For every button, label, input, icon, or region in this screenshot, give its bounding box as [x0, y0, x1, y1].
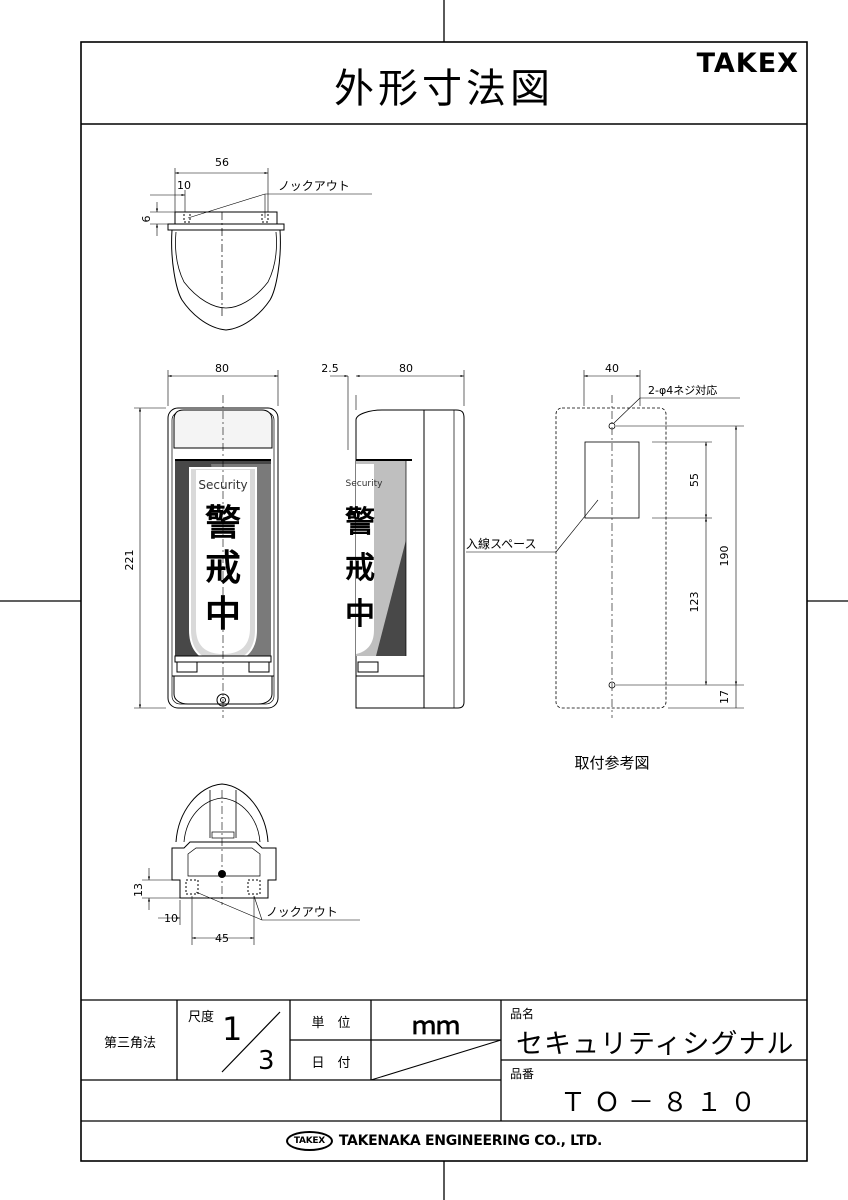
- bottom-dim-knockout-depth: 13: [132, 883, 145, 897]
- top-view: [150, 168, 372, 331]
- mount-screw-label: 2-φ4ネジ対応: [648, 383, 717, 397]
- front-view: [134, 370, 279, 718]
- scale-denominator: 3: [258, 1046, 275, 1076]
- mount-dim-space: 55: [688, 473, 701, 487]
- side-panel-char-3: 中: [345, 597, 375, 632]
- page-title: 外形寸法図: [334, 66, 554, 112]
- side-panel-char-2: 戒: [345, 551, 375, 586]
- product-code-label: 品番: [510, 1067, 535, 1081]
- mount-dim-width: 40: [605, 362, 619, 375]
- front-panel-char-1: 警: [205, 503, 241, 544]
- mount-caption: 取付参考図: [574, 754, 649, 772]
- bottom-dim-knockout-offset: 10: [164, 912, 178, 925]
- top-dim-knockout-offset: 10: [177, 179, 191, 192]
- company-name: TAKENAKA ENGINEERING CO., LTD.: [338, 1133, 603, 1149]
- mount-wiring-label: 入線スペース: [466, 536, 537, 551]
- bottom-knockout-label: ノックアウト: [266, 905, 338, 919]
- brand-logo: TAKEX: [696, 48, 799, 79]
- unit-label: 単 位: [311, 1016, 351, 1031]
- top-dim-knockout-depth: 6: [140, 216, 153, 223]
- bottom-dim-pitch: 45: [215, 932, 229, 945]
- company-logo: TAKEX: [285, 1131, 333, 1151]
- front-panel-brand: Security: [198, 478, 247, 492]
- company-footer: TAKEX TAKENAKA ENGINEERING CO., LTD.: [81, 1122, 807, 1160]
- mount-dim-pitch: 190: [718, 546, 731, 567]
- scale-numerator: 1: [222, 1010, 243, 1048]
- date-label: 日 付: [311, 1056, 351, 1071]
- front-dim-width: 80: [215, 362, 229, 375]
- title-cell: 外形寸法図 TAKEX: [81, 42, 807, 124]
- product-name-label: 品名: [510, 1007, 535, 1021]
- mounting-view: [466, 370, 744, 718]
- side-dim-offset: 2.5: [321, 362, 339, 375]
- front-panel-char-2: 戒: [205, 548, 241, 589]
- product-code: ＴＯ－８１０: [560, 1088, 765, 1118]
- product-name: セキュリティシグナル: [516, 1029, 795, 1060]
- front-dim-height: 221: [123, 550, 136, 571]
- side-view: [330, 370, 465, 709]
- front-panel-char-3: 中: [205, 594, 241, 635]
- unit-value: ｍｍ: [412, 1012, 460, 1040]
- top-knockout-label: ノックアウト: [278, 179, 350, 193]
- projection-method: 第三角法: [103, 1036, 156, 1051]
- side-dim-depth: 80: [399, 362, 413, 375]
- mount-dim-pitch-lower: 123: [688, 592, 701, 613]
- scale-label: 尺度: [188, 1010, 215, 1025]
- mount-dim-bottom: 17: [718, 690, 731, 704]
- side-panel-char-1: 警: [345, 505, 375, 540]
- side-panel-brand: Security: [346, 479, 384, 489]
- bottom-view: [142, 783, 360, 945]
- top-dim-width: 56: [215, 156, 229, 169]
